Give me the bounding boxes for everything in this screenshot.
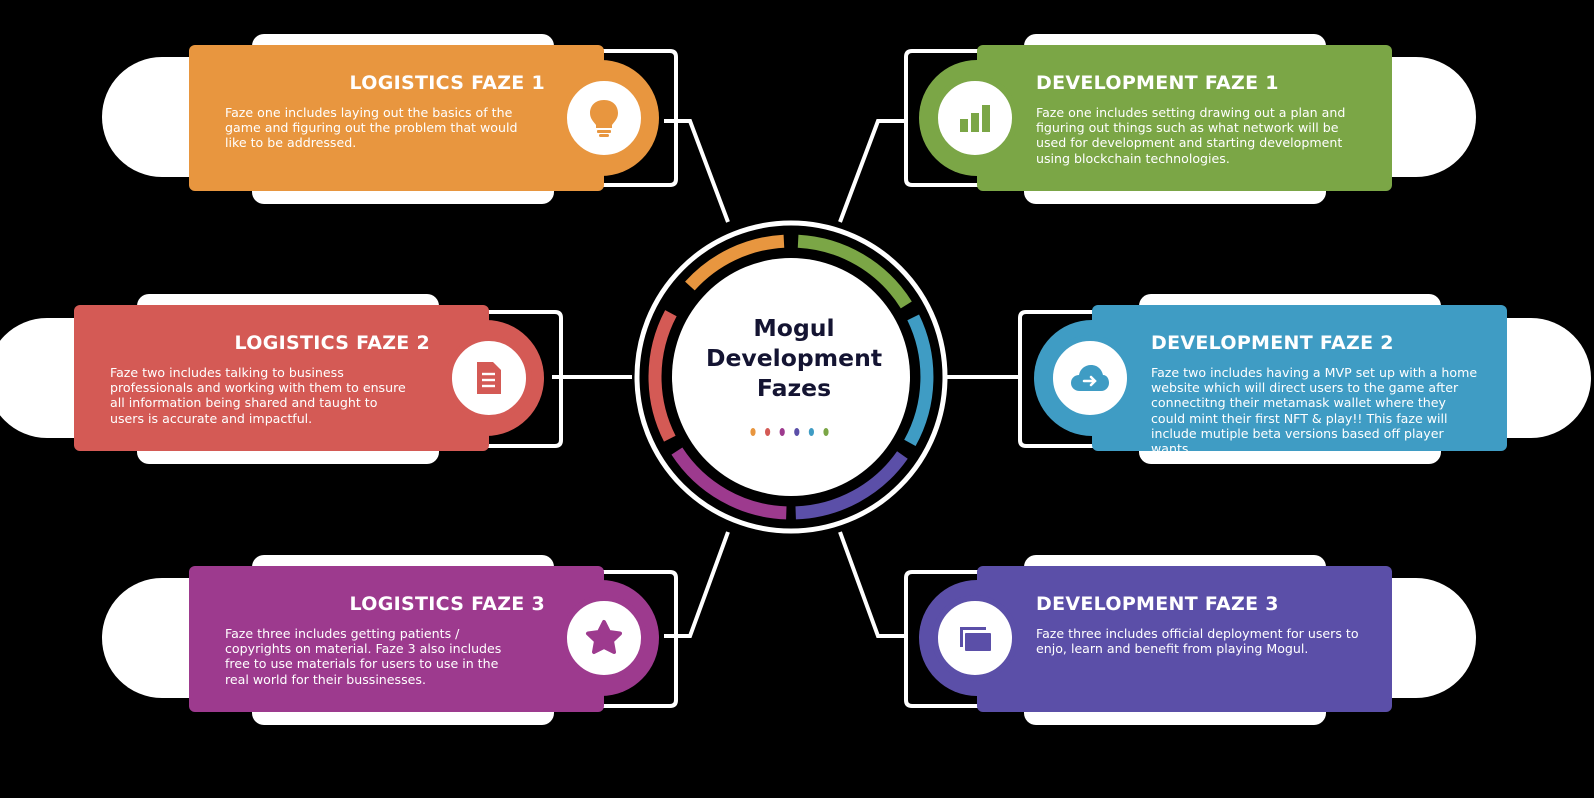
cloud-upload-icon (1060, 348, 1120, 408)
ring-arc-magenta (671, 447, 787, 520)
logistics-1-body (189, 45, 604, 191)
logistics-3-body (189, 566, 604, 712)
phase-description: Faze three includes getting patients / c… (225, 626, 502, 687)
phase-title: DEVELOPMENT FAZE 1 (1036, 72, 1279, 94)
center-hub (634, 220, 948, 534)
center-dot (779, 428, 785, 436)
logistics-phase-1-card: LOGISTICS FAZE 1 Faze one includes layin… (189, 45, 598, 191)
bar-chart-icon (945, 88, 1005, 148)
ring-arc-orange (685, 234, 785, 291)
ring-arc-blue (904, 314, 934, 447)
center-dot (794, 428, 800, 436)
connector-lines (552, 119, 1018, 638)
phase-description: Faze one includes setting drawing out a … (1036, 105, 1346, 166)
folders-icon (945, 608, 1005, 668)
center-dot (808, 428, 815, 436)
lightbulb-icon (574, 88, 634, 148)
phase-title: DEVELOPMENT FAZE 2 (1151, 332, 1394, 354)
development-phase-2-card: DEVELOPMENT FAZE 2 Faze two includes hav… (1092, 305, 1501, 456)
document-icon (459, 348, 519, 408)
center-dot (823, 428, 829, 436)
development-2-body (1092, 305, 1507, 451)
center-title: Mogul Development Fazes (693, 313, 895, 403)
phase-title: LOGISTICS FAZE 1 (349, 72, 545, 94)
ring-arc-indigo (795, 451, 908, 520)
development-3-body (977, 566, 1392, 712)
star-icon (574, 608, 634, 668)
logistics-phase-3-card: LOGISTICS FAZE 3 Faze three includes get… (189, 566, 598, 712)
phase-description: Faze one includes laying out the basics … (225, 105, 518, 151)
phase-description: Faze two includes having a MVP set up wi… (1151, 365, 1478, 457)
phase-title: LOGISTICS FAZE 2 (234, 332, 430, 354)
logistics-phase-2-card: LOGISTICS FAZE 2 Faze two includes talki… (74, 305, 483, 451)
center-dot (765, 428, 771, 436)
development-phase-3-card: DEVELOPMENT FAZE 3 Faze three includes o… (977, 566, 1386, 712)
phase-description: Faze two includes talking to business pr… (110, 365, 406, 426)
phase-title: LOGISTICS FAZE 3 (349, 593, 545, 615)
development-1-body (977, 45, 1392, 191)
center-dot (750, 428, 756, 436)
ring-arc-green (797, 234, 912, 309)
phase-title: DEVELOPMENT FAZE 3 (1036, 593, 1279, 615)
center-title-line-3: Fazes (756, 374, 832, 402)
center-title-line-1: Mogul (753, 314, 835, 342)
center-title-line-2: Development (705, 344, 883, 372)
logistics-2-body (74, 305, 489, 451)
phase-description: Faze three includes official deployment … (1036, 626, 1359, 657)
development-phase-1-card: DEVELOPMENT FAZE 1 Faze one includes set… (977, 45, 1386, 191)
ring-arc-red (648, 310, 677, 442)
